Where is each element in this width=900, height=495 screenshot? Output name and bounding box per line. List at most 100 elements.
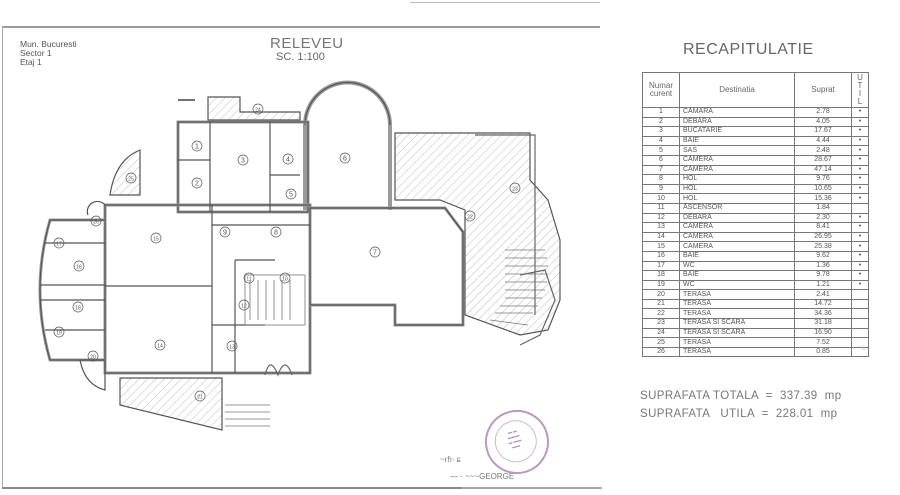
- signature-scribble: ~ɾɦ· ɕ: [440, 455, 461, 464]
- row-destination: CAMERA: [679, 154, 795, 166]
- sheet-border-top-fragment: [410, 2, 600, 3]
- header-area: Suprat: [794, 72, 852, 108]
- svg-text:11: 11: [246, 277, 251, 283]
- row-area: 25.38: [794, 241, 852, 252]
- row-number: 15: [642, 241, 680, 252]
- row-area: 1.21: [794, 279, 852, 291]
- row-util-marker: •: [851, 193, 869, 204]
- row-area: 10.65: [794, 183, 852, 195]
- svg-text:1: 1: [195, 144, 199, 151]
- location-city: Mun. Bucuresti: [20, 39, 77, 49]
- svg-text:26: 26: [93, 220, 99, 226]
- svg-text:9: 9: [223, 230, 227, 237]
- location-block: Mun. Bucuresti Sector 1 Etaj 1: [20, 40, 77, 67]
- svg-text:3: 3: [241, 158, 245, 165]
- row-number: 17: [642, 260, 680, 272]
- row-number: 21: [642, 298, 680, 310]
- row-area: 0.85: [794, 346, 852, 358]
- sheet-border-bottom-right: [462, 487, 602, 489]
- row-area: 34.36: [794, 308, 852, 320]
- svg-text:14: 14: [157, 344, 163, 350]
- row-number: 3: [642, 126, 680, 137]
- row-util-marker: [851, 202, 869, 214]
- svg-text:5: 5: [289, 192, 293, 199]
- usable-area-value: 228.01: [775, 408, 814, 420]
- svg-text:12: 12: [241, 304, 247, 310]
- svg-text:2: 2: [195, 181, 199, 188]
- svg-text:24: 24: [255, 108, 261, 114]
- row-util-marker: •: [851, 222, 869, 233]
- row-number: 25: [642, 337, 680, 348]
- svg-text:4: 4: [286, 157, 290, 164]
- row-util-marker: •: [851, 116, 869, 128]
- header-number: Numar curent: [642, 72, 680, 108]
- row-destination: HOL: [679, 174, 795, 185]
- row-area: 8.41: [794, 222, 852, 233]
- row-area: 16.90: [794, 327, 852, 339]
- svg-text:8: 8: [274, 230, 278, 237]
- row-util-marker: [851, 289, 869, 300]
- recap-title: RECAPITULATIE: [683, 41, 814, 58]
- row-number: 23: [642, 318, 680, 329]
- row-destination: HOL: [679, 193, 795, 204]
- row-number: 24: [642, 327, 680, 339]
- row-number: 16: [642, 250, 680, 262]
- usable-area-unit: mp: [820, 408, 838, 420]
- row-number: 6: [642, 154, 680, 166]
- svg-text:19: 19: [56, 331, 62, 337]
- svg-text:16: 16: [76, 265, 82, 271]
- row-destination: BAIE: [679, 250, 795, 262]
- total-area-label: SUPRAFATA TOTALA: [640, 390, 759, 402]
- row-destination: TERASA: [679, 308, 795, 320]
- row-destination: CAMERA: [679, 222, 795, 233]
- row-number: 18: [642, 270, 680, 281]
- svg-text:15: 15: [153, 237, 159, 243]
- svg-text:20: 20: [90, 355, 96, 361]
- usable-area-label: SUPRAFATA UTILA: [640, 408, 755, 420]
- svg-text:13: 13: [229, 345, 235, 351]
- row-destination: BAIE: [679, 270, 795, 281]
- row-area: 9.76: [794, 174, 852, 185]
- row-area: 14.72: [794, 298, 852, 310]
- row-area: 4.05: [794, 116, 852, 128]
- row-destination: CAMERA: [679, 241, 795, 252]
- row-destination: BUCATARIE: [679, 126, 795, 137]
- row-util-marker: [851, 298, 869, 310]
- row-destination: WC: [679, 279, 795, 291]
- row-destination: SAS: [679, 145, 795, 156]
- row-number: 7: [642, 164, 680, 176]
- row-util-marker: •: [851, 107, 869, 118]
- row-util-marker: [851, 318, 869, 329]
- row-util-marker: [851, 346, 869, 358]
- row-number: 13: [642, 222, 680, 233]
- row-destination: CAMERA: [679, 164, 795, 176]
- row-util-marker: •: [851, 183, 869, 195]
- totals-block: SUPRAFATA TOTALA = 337.39 mp SUPRAFATA U…: [640, 390, 842, 420]
- row-area: 17.67: [794, 126, 852, 137]
- sheet-border-top: [2, 26, 600, 28]
- row-area: 2.78: [794, 107, 852, 118]
- row-area: 2.48: [794, 145, 852, 156]
- row-number: 4: [642, 135, 680, 147]
- row-area: 9.62: [794, 250, 852, 262]
- row-number: 11: [642, 202, 680, 214]
- row-number: 22: [642, 308, 680, 320]
- row-util-marker: •: [851, 250, 869, 262]
- drawing-title: RELEVEU: [270, 35, 344, 52]
- row-area: 26.95: [794, 231, 852, 243]
